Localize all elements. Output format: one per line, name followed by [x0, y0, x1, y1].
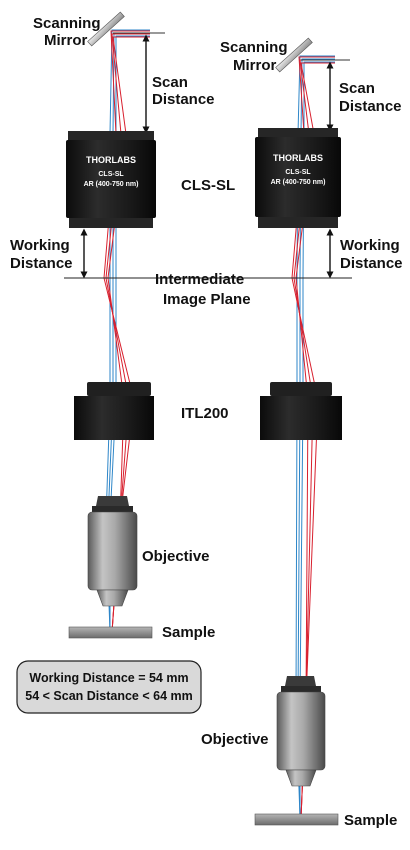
lens-coating-left: AR (400-750 nm): [84, 181, 139, 188]
spec-box: Working Distance = 54 mm 54 < Scan Dista…: [16, 660, 202, 714]
label-scanning-mirror-left-1: Scanning: [33, 15, 101, 32]
label-working-distance-left-2: Distance: [10, 255, 73, 272]
label-working-distance-right-1: Working: [340, 237, 400, 254]
spec-working-distance: Working Distance = 54 mm: [29, 671, 188, 685]
label-working-distance-left-1: Working: [10, 237, 70, 254]
label-intermediate-2: Image Plane: [163, 291, 251, 308]
right-setup: THORLABS CLS-SL AR (400-750 nm): [254, 37, 350, 826]
lens-coating-right: AR (400-750 nm): [271, 179, 326, 186]
scan-lens-right: THORLABS CLS-SL AR (400-750 nm): [255, 128, 341, 228]
lens-model-left: CLS-SL: [98, 171, 124, 178]
objective-left: [87, 496, 138, 607]
label-scan-distance-left-1: Scan: [152, 74, 188, 91]
label-scanning-mirror-right-1: Scanning: [220, 39, 288, 56]
lens-model-right: CLS-SL: [285, 169, 311, 176]
label-scan-distance-left-2: Distance: [152, 91, 215, 108]
label-scan-lens: CLS-SL: [181, 177, 235, 194]
lens-brand-right: THORLABS: [273, 153, 323, 163]
label-sample-right: Sample: [344, 812, 397, 829]
label-scanning-mirror-right-2: Mirror: [233, 57, 277, 74]
label-sample-left: Sample: [162, 624, 215, 641]
objective-right: [276, 676, 326, 787]
scanning-mirror-right: [275, 37, 313, 73]
label-working-distance-right-2: Distance: [340, 255, 403, 272]
label-scan-distance-right-1: Scan: [339, 80, 375, 97]
scanning-mirror-left: [87, 11, 125, 47]
spec-scan-distance: 54 < Scan Distance < 64 mm: [25, 689, 192, 703]
label-scan-distance-right-2: Distance: [339, 98, 402, 115]
lens-brand-left: THORLABS: [86, 155, 136, 165]
label-tube-lens: ITL200: [181, 405, 229, 422]
label-intermediate-1: Intermediate: [155, 271, 244, 288]
tube-lens-right: [260, 382, 342, 440]
tube-lens-itl200: [74, 382, 154, 440]
label-objective-left: Objective: [142, 548, 210, 565]
left-setup: THORLABS CLS-SL AR (400-750 nm) Working …: [16, 11, 202, 714]
sample-right: [254, 813, 339, 826]
sample-left: [68, 626, 153, 639]
label-scanning-mirror-left-2: Mirror: [44, 32, 88, 49]
scan-lens-left: THORLABS CLS-SL AR (400-750 nm): [66, 131, 156, 228]
label-objective-right: Objective: [201, 731, 269, 748]
labels: Scanning Mirror Scan Distance CLS-SL Wor…: [10, 15, 403, 829]
